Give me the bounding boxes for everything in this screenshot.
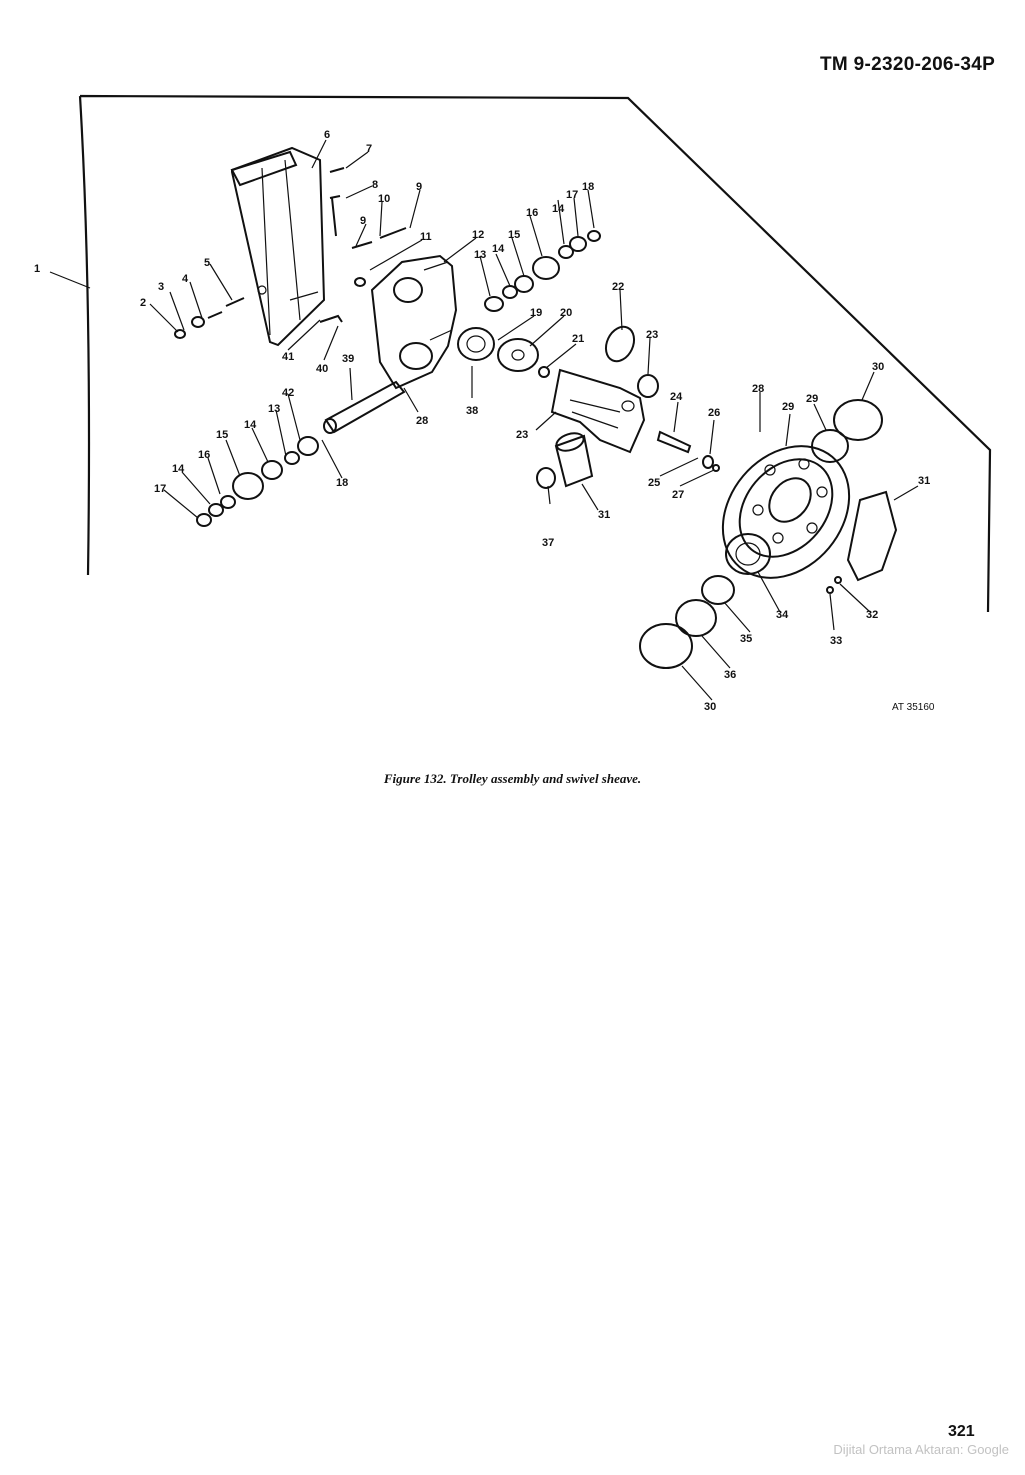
cable-guard <box>846 490 898 582</box>
retaining-ring <box>604 325 636 363</box>
callout: 14 <box>492 243 505 255</box>
callout: 36 <box>724 669 736 681</box>
callout: 23 <box>646 329 658 341</box>
callout: 18 <box>582 181 594 193</box>
callout: 38 <box>466 405 478 417</box>
callout: 10 <box>378 193 390 205</box>
yoke <box>550 368 646 454</box>
callout: 11 <box>420 231 432 243</box>
upper-bearing-stack <box>484 230 601 312</box>
exploded-parts-diagram: 1 2 3 4 5 6 7 8 9 9 10 11 12 13 14 15 16… <box>34 94 992 713</box>
callout: 9 <box>416 181 422 193</box>
bearing-and-washer <box>457 327 550 378</box>
callout: 37 <box>542 537 554 549</box>
bolts-upper <box>329 167 407 287</box>
callout: 31 <box>598 509 610 521</box>
callout: 42 <box>282 387 294 399</box>
callout: 9 <box>360 215 366 227</box>
shaft <box>323 380 406 434</box>
callout: 3 <box>158 281 164 293</box>
callout: 40 <box>316 363 328 375</box>
leader-lines <box>149 139 919 701</box>
callout: 13 <box>268 403 280 415</box>
callout: 17 <box>566 189 578 201</box>
figure-reference-code: AT 35160 <box>892 702 935 713</box>
callout: 6 <box>324 129 330 141</box>
callout: 30 <box>872 361 884 373</box>
callout: 15 <box>508 229 520 241</box>
screw <box>826 586 834 594</box>
lower-bearing <box>639 533 771 669</box>
assembly-leader <box>49 271 91 289</box>
callout: 32 <box>866 609 878 621</box>
callout: 30 <box>704 701 716 713</box>
callout: 14 <box>244 419 257 431</box>
page-number: 321 <box>948 1423 975 1440</box>
callout: 20 <box>560 307 572 319</box>
watermark: Dijital Ortama Aktaran: Google <box>833 1442 1009 1457</box>
callout: 35 <box>740 633 752 645</box>
callout: 26 <box>708 407 720 419</box>
callout: 31 <box>918 475 930 487</box>
callout: 28 <box>416 415 428 427</box>
callout: 13 <box>474 249 486 261</box>
sheave <box>721 445 851 579</box>
callout: 12 <box>472 229 484 241</box>
sleeve <box>536 432 594 489</box>
callout: 5 <box>204 257 210 269</box>
document-id: TM 9-2320-206-34P <box>820 54 996 75</box>
callout: 24 <box>670 391 683 403</box>
left-hardware <box>174 297 343 339</box>
callout: 23 <box>516 429 528 441</box>
callout: 14 <box>172 463 185 475</box>
callout: 41 <box>282 351 294 363</box>
callout: 34 <box>776 609 789 621</box>
seal-right <box>833 399 883 441</box>
callout: 18 <box>336 477 348 489</box>
callout: 14 <box>552 203 565 215</box>
pin-assembly <box>656 430 720 472</box>
snap-ring <box>637 374 659 398</box>
callout: 21 <box>572 333 584 345</box>
lower-bearing-stack <box>196 436 319 527</box>
callout: 16 <box>198 449 210 461</box>
screw <box>834 576 842 584</box>
callout: 15 <box>216 429 228 441</box>
callout: 39 <box>342 353 354 365</box>
callout: 25 <box>648 477 660 489</box>
callout: 17 <box>154 483 166 495</box>
callout: 29 <box>782 401 794 413</box>
swivel-housing <box>370 254 458 390</box>
callout: 19 <box>530 307 542 319</box>
callout: 1 <box>34 263 40 275</box>
callout: 29 <box>806 393 818 405</box>
callout: 2 <box>140 297 146 309</box>
callout: 16 <box>526 207 538 219</box>
callout-labels: 1 2 3 4 5 6 7 8 9 9 10 11 12 13 14 15 16… <box>34 129 930 713</box>
callout: 33 <box>830 635 842 647</box>
callout: 22 <box>612 281 624 293</box>
callout: 27 <box>672 489 684 501</box>
callout: 28 <box>752 383 764 395</box>
callout: 4 <box>182 273 189 285</box>
assembly-frame <box>78 94 992 613</box>
washer-right <box>811 429 849 463</box>
callout: 7 <box>366 143 372 155</box>
trolley-side-plate <box>230 146 326 347</box>
figure-caption: Figure 132. Trolley assembly and swivel … <box>383 771 642 786</box>
callout: 8 <box>372 179 378 191</box>
